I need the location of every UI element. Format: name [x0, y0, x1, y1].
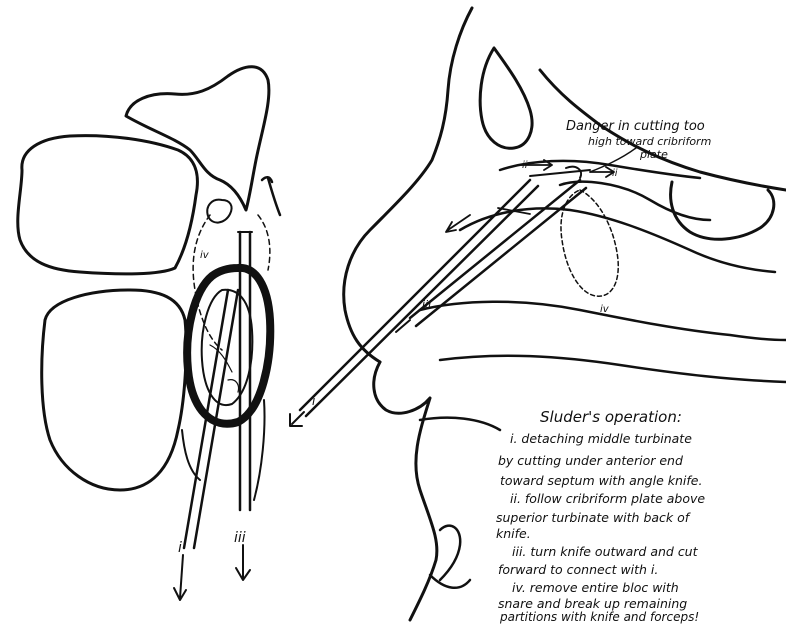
caption-line: iv. remove entire bloc with — [512, 580, 679, 595]
maxilla-outline — [420, 418, 500, 430]
marker-left-iv: iv — [200, 250, 210, 261]
knife-tip — [530, 167, 590, 178]
caption-line: ii. follow cribriform plate above — [510, 491, 705, 506]
septum-line — [262, 177, 280, 215]
frontal-sinus-outline — [480, 48, 532, 148]
operation-caption: Sluder's operation: i. detaching middle … — [496, 408, 705, 624]
marker-left-i: i — [178, 540, 182, 556]
knife-i-sagittal — [300, 180, 538, 416]
frontal-bone-outline — [344, 8, 472, 362]
superior-turbinate — [560, 182, 710, 220]
caption-line: by cutting under anterior end — [498, 453, 683, 468]
danger-line-2: high toward cribriform — [588, 135, 711, 148]
arrow-i-left — [174, 555, 186, 600]
caption-line: snare and break up remaining — [498, 596, 687, 611]
caption-line: forward to connect with i. — [498, 562, 658, 577]
palate-line — [440, 356, 786, 382]
marker-right-ii-a: ii — [522, 160, 528, 171]
arrow-iii-left — [236, 545, 250, 580]
arrow-i-sagittal — [290, 412, 304, 426]
sphenoid-outline — [671, 182, 774, 239]
turbinate-bloc-dashed — [561, 190, 618, 296]
nose-mouth-outline — [374, 362, 437, 620]
sagittal-section-view: i ii ii iii iv — [290, 8, 786, 620]
marker-left-iii: iii — [234, 530, 246, 546]
danger-line-3: plate — [639, 148, 668, 161]
knife-ii-iii-sagittal — [410, 180, 586, 326]
caption-line: toward septum with angle knife. — [500, 473, 702, 488]
caption-line: i. detaching middle turbinate — [510, 431, 692, 446]
lower-left-sinus-outline — [42, 290, 186, 490]
caption-line: knife. — [496, 526, 531, 541]
caption-title: Sluder's operation: — [540, 408, 682, 426]
danger-line-1: Danger in cutting too — [566, 119, 705, 134]
danger-annotation: Danger in cutting too high toward cribri… — [566, 119, 711, 161]
caption-line: partitions with knife and forceps! — [499, 610, 699, 624]
marker-right-ii-b: ii — [612, 168, 618, 179]
coronal-section-view: i iii iv — [18, 67, 280, 600]
marker-right-iv: iv — [600, 304, 610, 315]
instrument-top — [207, 200, 252, 232]
caption-line: iii. turn knife outward and cut — [512, 544, 699, 559]
upper-left-sinus-outline — [18, 136, 198, 274]
caption-line: superior turbinate with back of — [496, 510, 691, 525]
marker-right-iii: iii — [422, 298, 431, 311]
